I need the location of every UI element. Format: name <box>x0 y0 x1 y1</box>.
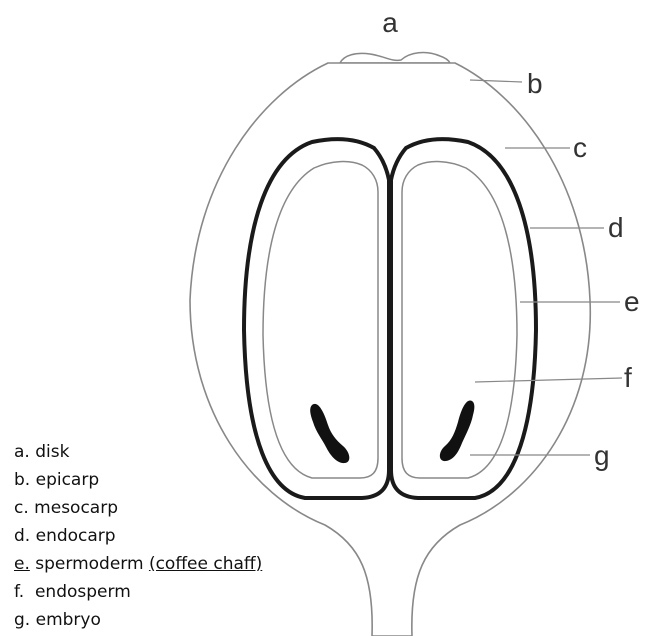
legend-label: spermoderm <box>35 554 143 574</box>
legend-note: (coffee chaff) <box>149 554 262 574</box>
legend: a. disk b. epicarp c. mesocarp d. endoca… <box>14 438 262 634</box>
callout-d: d <box>608 212 624 243</box>
legend-label: endosperm <box>35 582 131 602</box>
legend-item-mesocarp: c. mesocarp <box>14 494 262 522</box>
callout-g: g <box>594 440 610 471</box>
legend-label: mesocarp <box>34 498 118 518</box>
callout-e: e <box>624 286 640 317</box>
legend-item-spermoderm: e. spermoderm (coffee chaff) <box>14 550 262 578</box>
legend-label: endocarp <box>36 526 116 546</box>
legend-label: disk <box>35 442 69 462</box>
legend-letter: a. <box>14 442 30 462</box>
legend-letter: d. <box>14 526 30 546</box>
callout-f: f <box>624 362 632 393</box>
callout-c: c <box>573 132 587 163</box>
callout-b: b <box>527 68 543 99</box>
legend-label: embryo <box>36 610 101 630</box>
callout-a: a <box>382 7 398 38</box>
legend-item-endocarp: d. endocarp <box>14 522 262 550</box>
legend-letter: f. <box>14 582 24 602</box>
legend-item-disk: a. disk <box>14 438 262 466</box>
legend-letter: g. <box>14 610 30 630</box>
legend-item-epicarp: b. epicarp <box>14 466 262 494</box>
legend-letter: b. <box>14 470 30 490</box>
legend-letter: c. <box>14 498 29 518</box>
legend-item-endosperm: f. endosperm <box>14 578 262 606</box>
legend-letter: e. <box>14 554 30 574</box>
legend-label: epicarp <box>36 470 100 490</box>
disk-shape <box>340 53 450 63</box>
legend-item-embryo: g. embryo <box>14 606 262 634</box>
